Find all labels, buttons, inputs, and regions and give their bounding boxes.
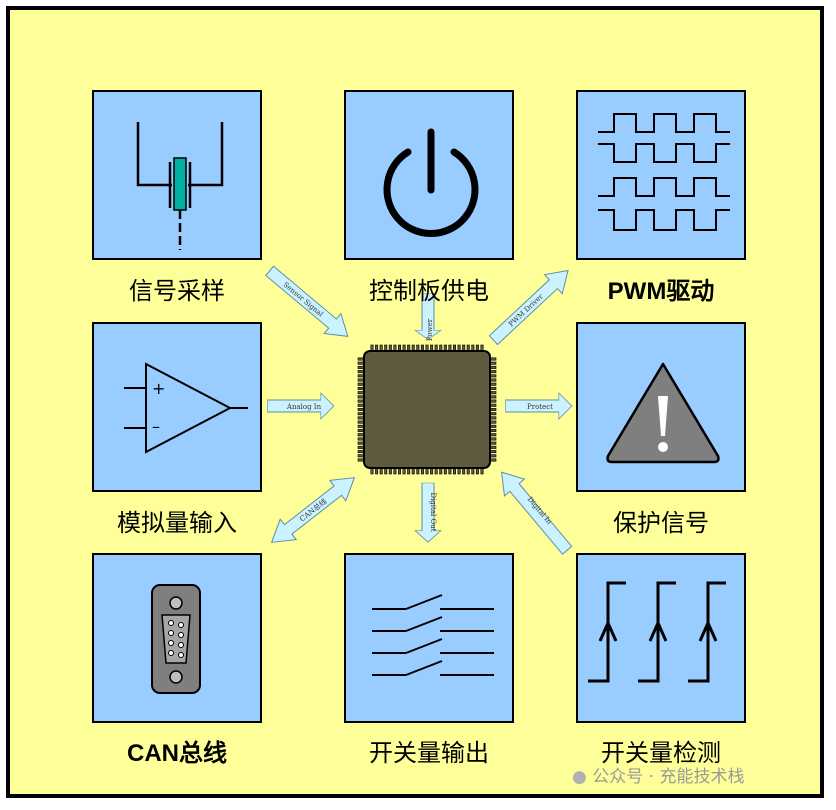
label-signal-sampling: 信号采样 [129,277,225,305]
warning-icon [606,362,720,464]
op-amp-icon: + – [124,362,248,454]
switch-icon [372,594,494,676]
mcu-chip-icon [357,344,497,475]
watermark: ● 公众号 · 充能技术栈 [572,762,744,787]
tile-digital-output [344,553,514,723]
svg-text:CAN总线: CAN总线 [298,497,329,524]
label-analog-input: 模拟量输入 [117,509,237,537]
db9-connector-icon [151,584,201,694]
tile-digital-detect [576,553,746,723]
svg-text:+: + [152,379,165,398]
arrow-digital-out-label: Digital Out [429,492,437,531]
label-digital-detect: 开关量检测 [601,739,721,767]
pwm-waveform-icon [598,113,730,231]
arrow-power-label: Power [426,318,434,341]
tile-signal-sampling [92,90,262,260]
svg-text:–: – [152,417,160,436]
tile-analog-input: + – [92,322,262,492]
label-protect-signal: 保护信号 [613,509,709,537]
label-can-bus: CAN总线 [127,740,227,767]
crystal-oscillator-icon [136,122,224,250]
watermark-text: 公众号 · 充能技术栈 [592,767,745,787]
tile-can-bus [92,553,262,723]
tile-protect-signal [576,322,746,492]
power-icon [383,128,479,238]
label-digital-output: 开关量输出 [369,739,489,767]
wechat-icon: ● [572,767,587,787]
arrow-analog-in-label: Analog In [286,403,322,411]
label-board-power: 控制板供电 [369,277,489,305]
tile-pwm-drive [576,90,746,260]
arrow-protect-label: Protect [527,403,553,411]
tile-board-power [344,90,514,260]
label-pwm-drive: PWM驱动 [607,278,715,305]
rising-edge-icon [588,581,726,683]
